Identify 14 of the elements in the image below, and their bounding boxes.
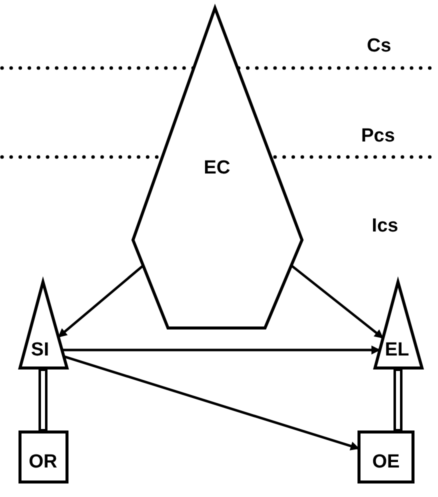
- node-label: EL: [384, 340, 410, 360]
- zone-label: Cs: [366, 36, 392, 56]
- arrow: [58, 264, 144, 338]
- double-line-connector: [394, 370, 402, 430]
- node-label: OR: [28, 452, 58, 472]
- arrow: [290, 264, 384, 340]
- node-label: SI: [31, 340, 49, 360]
- double-line-connector: [38, 370, 48, 430]
- arrow: [62, 345, 380, 354]
- node-label: EC: [204, 158, 230, 178]
- arrow: [63, 355, 360, 450]
- zone-label: Pcs: [361, 126, 395, 146]
- zone-label: Ics: [372, 216, 398, 236]
- node-label: OE: [372, 452, 400, 472]
